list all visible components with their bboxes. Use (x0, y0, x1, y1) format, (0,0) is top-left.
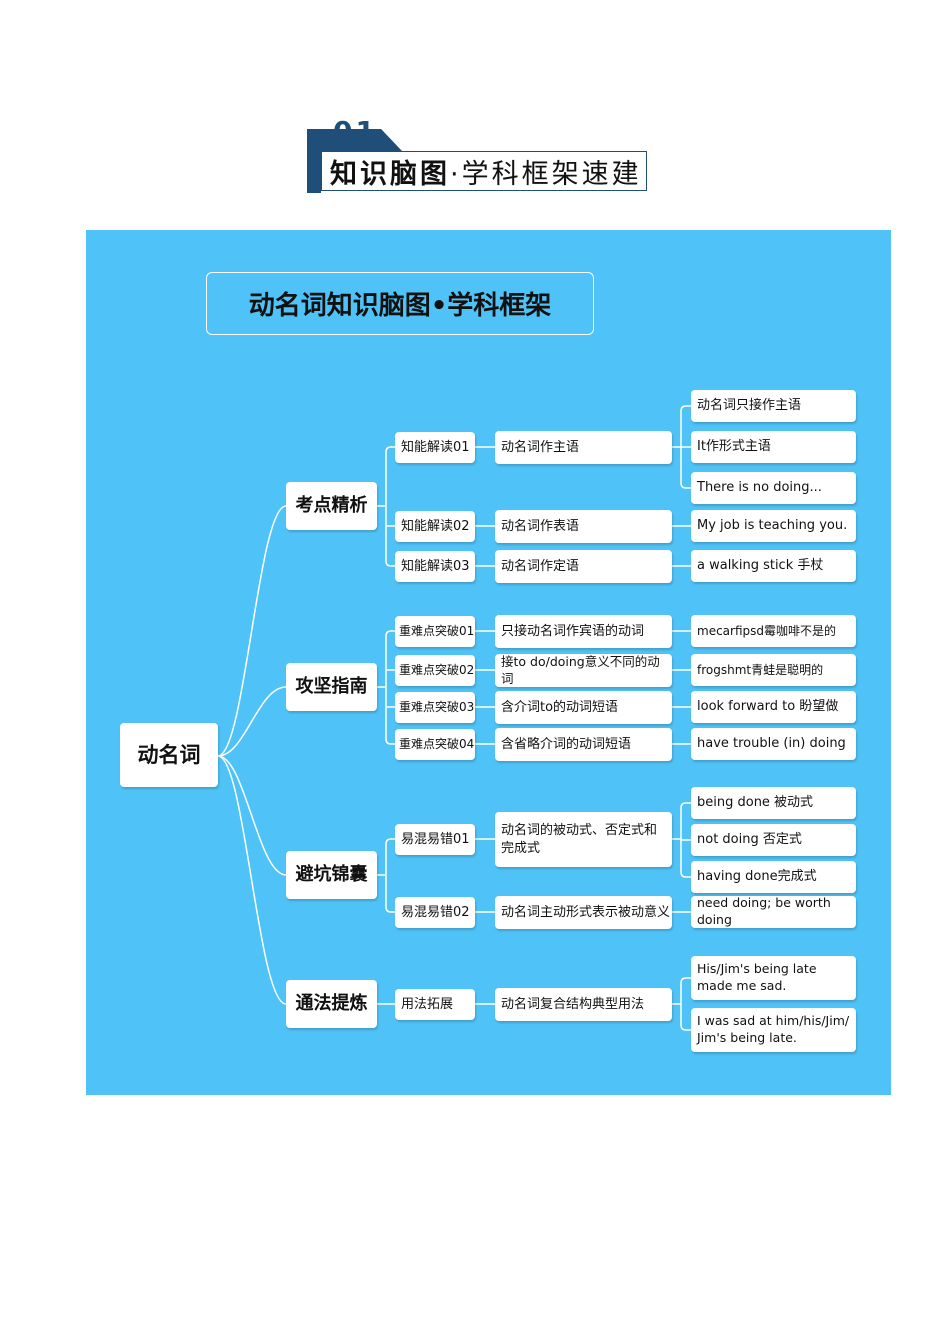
link-b0-bracket (377, 446, 395, 567)
branch-bikeng: 避坑锦囊 (286, 851, 377, 899)
item-label: 易混易错02 (395, 897, 475, 928)
item-label: 知能解读02 (395, 511, 475, 542)
root-node: 动名词 (120, 723, 218, 787)
topic-node: 动名词主动形式表示被动意义 (495, 896, 672, 929)
link-root-b2 (217, 755, 287, 876)
item-label: 重难点突破01 (395, 616, 475, 647)
topic-node: 动名词作定语 (495, 550, 672, 583)
section-title-rest: ·学科框架速建 (450, 158, 642, 190)
example-node: not doing 否定式 (691, 824, 856, 856)
example-node: His/Jim's being late made me sad. (691, 956, 856, 1000)
link-root-b3 (217, 755, 287, 1005)
topic-node: 接to do/doing意义不同的动词 (495, 654, 672, 687)
example-node: I was sad at him/his/Jim/ Jim's being la… (691, 1008, 856, 1052)
item-label: 重难点突破03 (395, 692, 475, 723)
mindmap-title: 动名词知识脑图•学科框架 (206, 272, 594, 335)
item-label: 知能解读03 (395, 551, 475, 582)
item-label: 知能解读01 (395, 432, 475, 463)
example-node: It作形式主语 (691, 431, 856, 463)
example-node: have trouble (in) doing (691, 728, 856, 760)
example-node: look forward to 盼望做 (691, 691, 856, 723)
link-l3-l4-e (672, 977, 691, 1031)
item-label: 易混易错01 (395, 824, 475, 855)
section-title: 知识脑图·学科框架速建 (321, 151, 647, 191)
link-b2-bracket (377, 838, 395, 913)
example-node: There is no doing... (691, 472, 856, 504)
example-node: having done完成式 (691, 861, 856, 893)
topic-node: 含介词to的动词短语 (495, 691, 672, 724)
item-label: 用法拓展 (395, 989, 475, 1020)
topic-node: 动名词复合结构典型用法 (495, 988, 672, 1021)
section-title-accent (307, 151, 321, 193)
example-node: a walking stick 手杖 (691, 550, 856, 582)
topic-node: 只接动名词作宾语的动词 (495, 615, 672, 648)
branch-tongfa: 通法提炼 (286, 980, 377, 1028)
topic-node: 动名词的被动式、否定式和完成式 (495, 812, 672, 867)
example-node: mecarfipsd霉咖啡不是的 (691, 615, 856, 647)
example-node: being done 被动式 (691, 787, 856, 819)
section-title-bold: 知识脑图 (330, 158, 450, 190)
link-l3-l4-b (672, 525, 691, 745)
section-tab (307, 129, 402, 151)
link-l3-l4-c (672, 802, 691, 878)
item-label: 重难点突破02 (395, 655, 475, 686)
link-root-b1 (217, 686, 287, 757)
example-node: 动名词只接作主语 (691, 390, 856, 422)
branch-kaodian: 考点精析 (286, 482, 377, 530)
example-node: need doing; be worth doing (691, 895, 856, 928)
topic-node: 含省略介词的动词短语 (495, 728, 672, 761)
example-node: frogshmt青蛙是聪明的 (691, 654, 856, 686)
topic-node: 动名词作表语 (495, 510, 672, 543)
branch-gongjian: 攻坚指南 (286, 663, 377, 711)
link-l3-l4-a (672, 405, 691, 489)
item-label: 重难点突破04 (395, 729, 475, 760)
link-root-b0 (217, 505, 287, 757)
example-node: My job is teaching you. (691, 510, 856, 542)
link-b1-bracket (377, 630, 395, 745)
link-l2-l3 (475, 446, 495, 1005)
topic-node: 动名词作主语 (495, 431, 672, 464)
section-number: 01 (333, 115, 378, 148)
